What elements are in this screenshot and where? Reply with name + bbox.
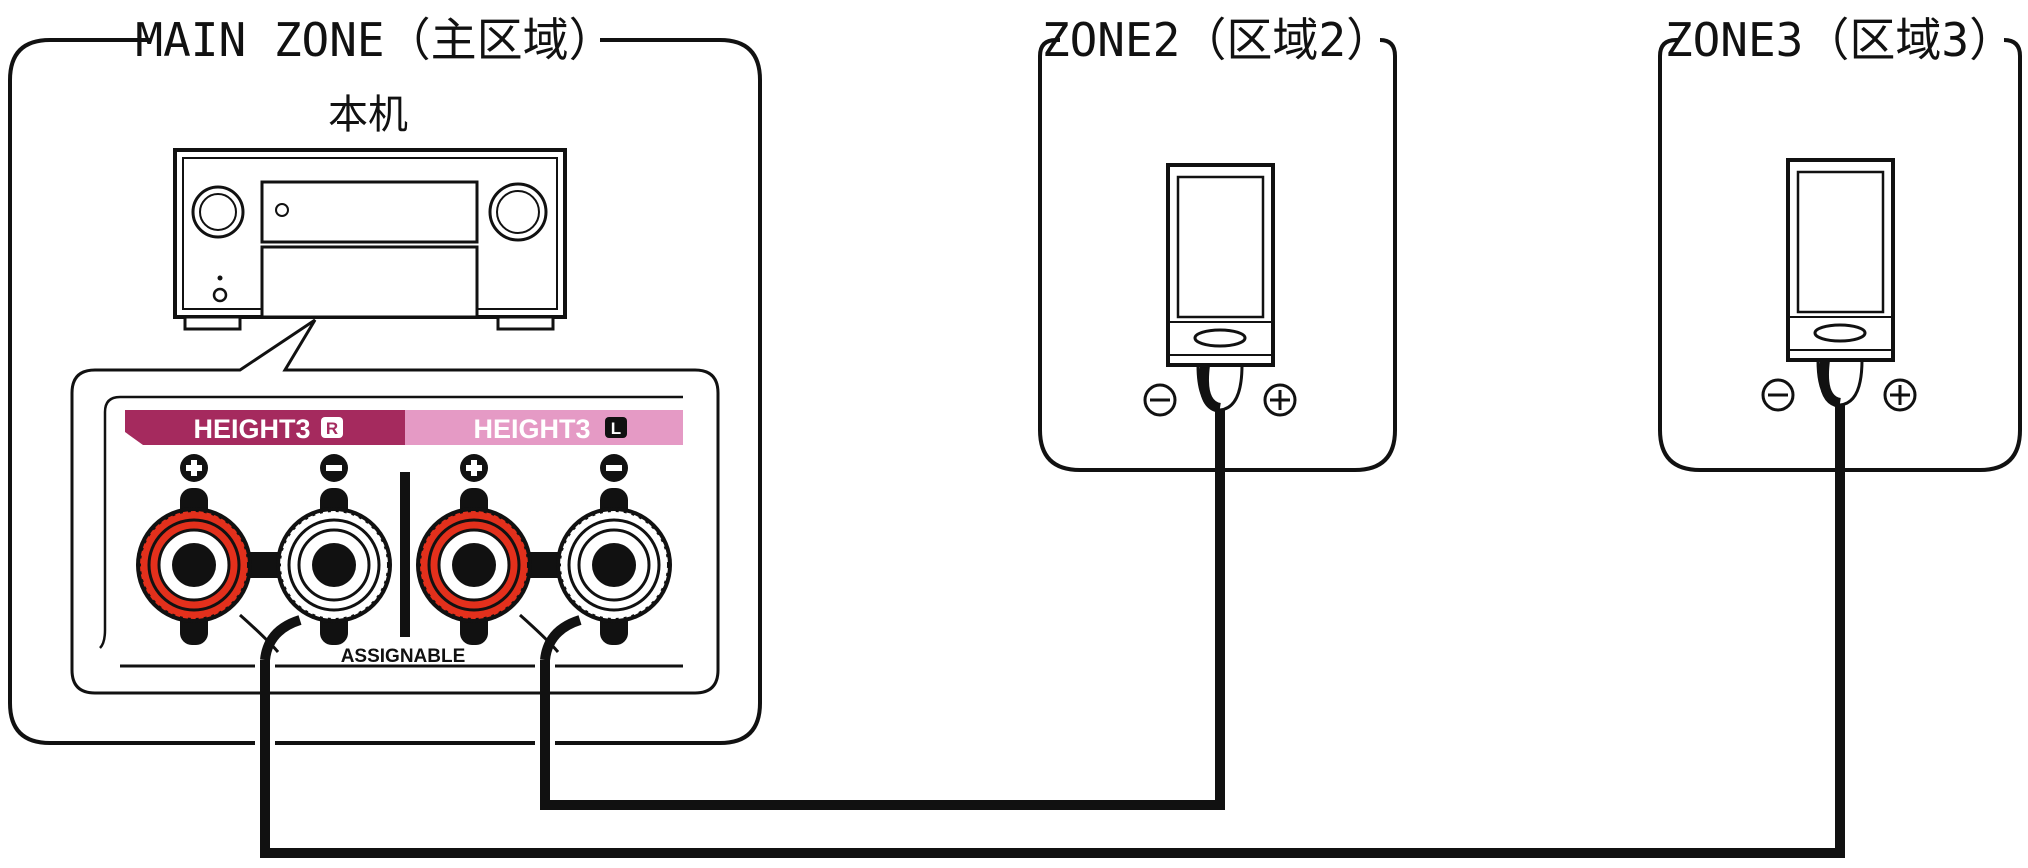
main-zone-box: MAIN ZONE（主区域） [8,13,762,745]
assignable-label: ASSIGNABLE [341,646,466,667]
zone2-minus-terminal [1143,383,1177,417]
plus-symbol-2 [460,454,488,482]
volume-knob-left [191,185,245,239]
zone3-plus-terminal [1883,378,1917,412]
zone3-title: ZONE3（区域3） [1665,13,2015,67]
zone2-speaker [1166,163,1275,413]
height3-r-label: HEIGHT3 R [125,410,405,445]
height3-l-bar [405,410,683,445]
zone3-box: ZONE3（区域3） [1658,13,2022,472]
svg-text:L: L [611,419,621,438]
av-receiver [173,148,567,331]
zone3-minus-terminal [1761,378,1795,412]
unit-label: 本机 [328,92,408,138]
zone3-speaker [1786,158,1895,408]
zone2-plus-terminal [1263,383,1297,417]
minus-symbol-1 [320,454,348,482]
binding-post-minus-r [274,505,394,625]
svg-text:HEIGHT3: HEIGHT3 [193,414,310,444]
binding-post-plus-l [414,505,534,625]
zone2-title: ZONE2（区域2） [1042,13,1392,67]
main-zone-title: MAIN ZONE（主区域） [135,13,614,67]
binding-post-plus-r [134,505,254,625]
volume-knob-right [488,182,548,242]
svg-text:R: R [326,419,338,438]
height3-l-label: HEIGHT3 L [405,410,683,445]
svg-text:HEIGHT3: HEIGHT3 [473,414,590,444]
plus-symbol-1 [180,454,208,482]
minus-symbol-2 [600,454,628,482]
binding-post-minus-l [554,505,674,625]
zone2-box: ZONE2（区域2） [1038,13,1397,472]
